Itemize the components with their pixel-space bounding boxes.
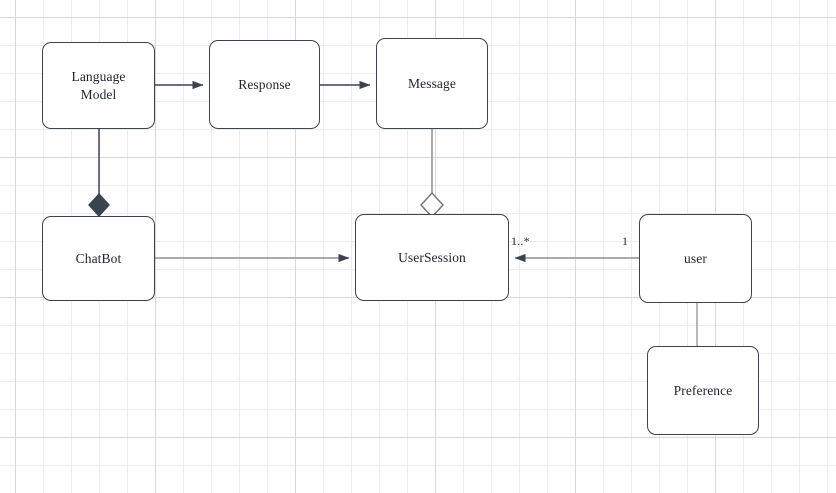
node-chatbot[interactable]: ChatBot bbox=[42, 216, 155, 301]
edge-message-to-usersession bbox=[420, 129, 444, 219]
edge-label-multiplicity-user-side: 1 bbox=[622, 234, 629, 248]
node-preference[interactable]: Preference bbox=[647, 346, 759, 435]
node-label: Response bbox=[238, 76, 291, 92]
edge-language-model-to-chatbot bbox=[88, 129, 110, 218]
node-response[interactable]: Response bbox=[209, 40, 320, 129]
node-label: Language Model bbox=[71, 68, 126, 102]
filled-diamond-icon bbox=[88, 192, 110, 218]
node-user[interactable]: user bbox=[639, 214, 752, 303]
node-usersession[interactable]: UserSession bbox=[355, 214, 509, 301]
node-label: Message bbox=[408, 75, 456, 91]
node-message[interactable]: Message bbox=[376, 38, 488, 129]
node-language-model[interactable]: Language Model bbox=[42, 42, 155, 129]
node-label: user bbox=[684, 250, 707, 266]
node-label: UserSession bbox=[398, 249, 466, 265]
edge-label-multiplicity-usersession-side: 1..* bbox=[511, 234, 530, 248]
node-label: ChatBot bbox=[75, 250, 122, 266]
node-label: Preference bbox=[673, 382, 733, 398]
